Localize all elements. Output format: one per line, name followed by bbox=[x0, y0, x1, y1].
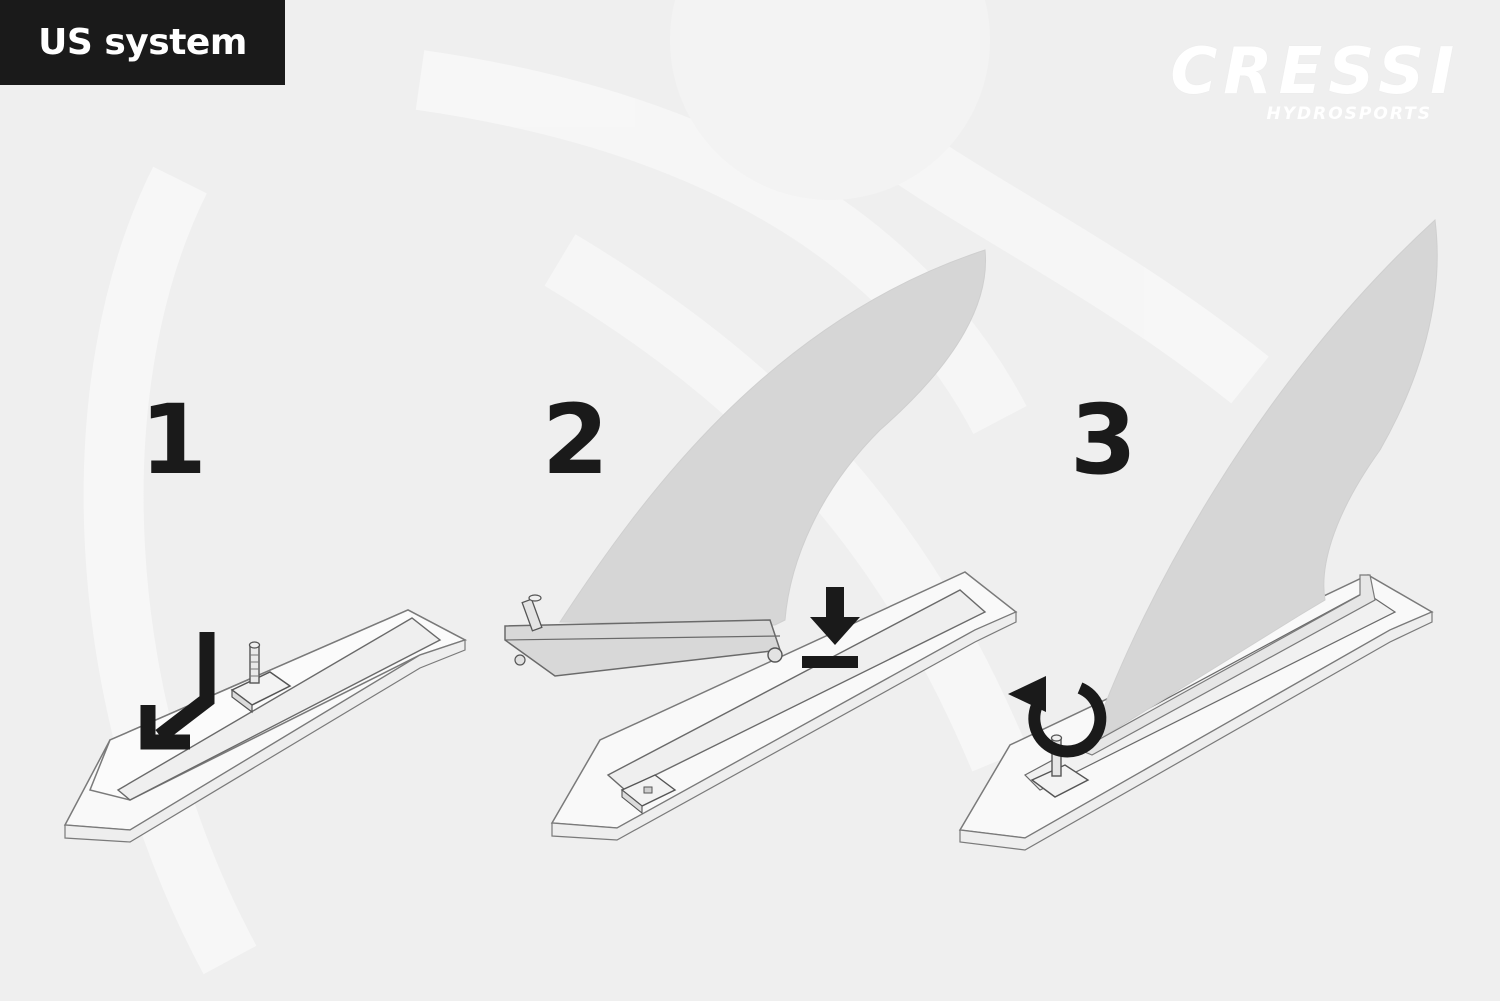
fin-pin bbox=[767, 647, 783, 663]
step-1-fin-box bbox=[63, 609, 467, 843]
step-2-fin-box bbox=[550, 571, 1018, 841]
step-3-fin bbox=[1078, 218, 1438, 756]
brand-logo: CRESSI HYDROSPORTS bbox=[1060, 40, 1460, 135]
fin-box-slot bbox=[606, 589, 987, 791]
system-badge: US system bbox=[0, 0, 285, 85]
step-number-1: 1 bbox=[140, 384, 207, 496]
screw-nut bbox=[1030, 734, 1090, 798]
fin-base-plate bbox=[1078, 574, 1376, 756]
screw-nut bbox=[620, 774, 677, 815]
system-badge-label: US system bbox=[38, 22, 247, 63]
fin-blade bbox=[559, 249, 987, 626]
fin-box-side bbox=[551, 611, 1017, 841]
screw-nut bbox=[230, 641, 292, 714]
step-2-fin bbox=[504, 249, 987, 677]
rotate-arrow-icon bbox=[1008, 676, 1107, 758]
down-left-arrow-icon bbox=[140, 632, 215, 750]
fin-box-slot bbox=[116, 617, 442, 801]
fin-base-plate bbox=[504, 619, 782, 677]
fin-screw bbox=[514, 594, 543, 666]
brand-tagline: HYDROSPORTS bbox=[1266, 104, 1432, 124]
download-arrow-icon bbox=[802, 587, 860, 668]
fin-blade bbox=[1089, 218, 1438, 747]
fin-box-side bbox=[64, 639, 466, 843]
step-number-2: 2 bbox=[542, 384, 609, 496]
brand-name: CRESSI bbox=[1170, 35, 1460, 109]
step-number-3: 3 bbox=[1070, 384, 1137, 496]
fin-box-side bbox=[959, 611, 1433, 851]
